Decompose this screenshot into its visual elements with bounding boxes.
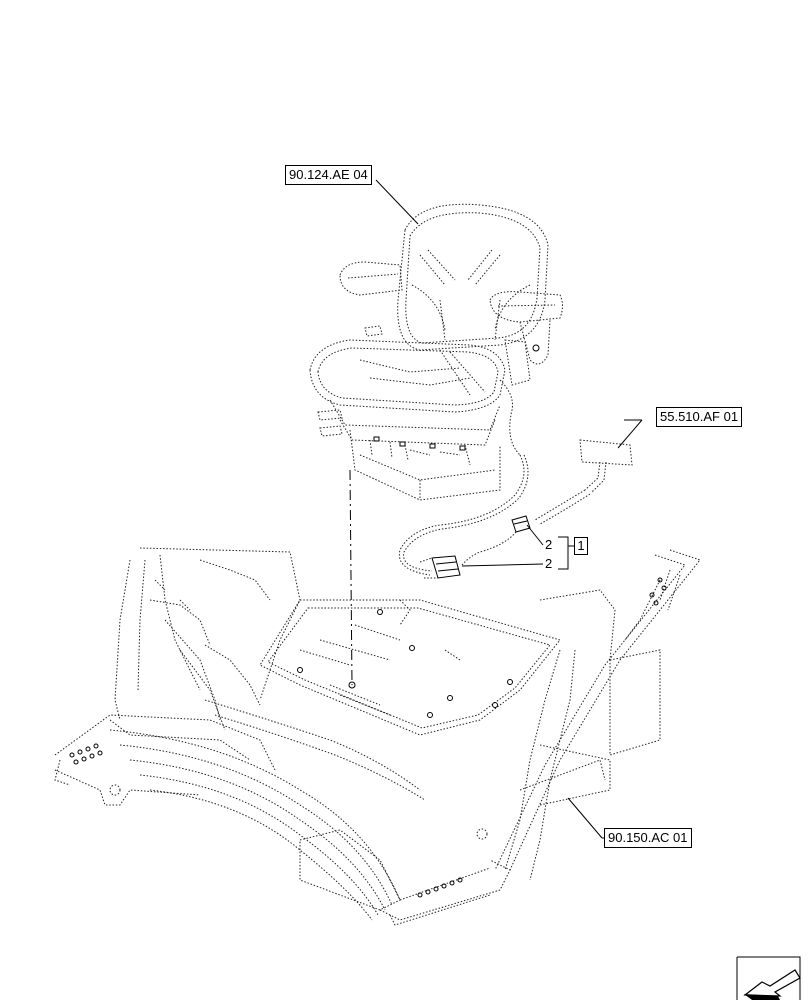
reference-label-harness: 55.510.AF 01 (656, 407, 743, 427)
reference-label-seat: 90.124.AE 04 (285, 165, 372, 185)
item-callout-1: 1 (574, 537, 588, 555)
item-callout-2-lower: 2 (545, 556, 553, 571)
bolt-holes-bottom (417, 877, 463, 898)
bolt-holes-right (649, 577, 667, 606)
bolt-holes-left (69, 743, 103, 765)
operator-seat (309, 203, 563, 501)
leader-lines (375, 179, 643, 839)
reference-label-platform: 90.150.AC 01 (604, 828, 692, 848)
alignment-line (349, 469, 353, 686)
item-callout-2-upper: 2 (545, 537, 553, 552)
cab-platform (54, 547, 701, 926)
wiring-harness (398, 439, 633, 579)
view-direction-arrow-icon (736, 956, 801, 1000)
